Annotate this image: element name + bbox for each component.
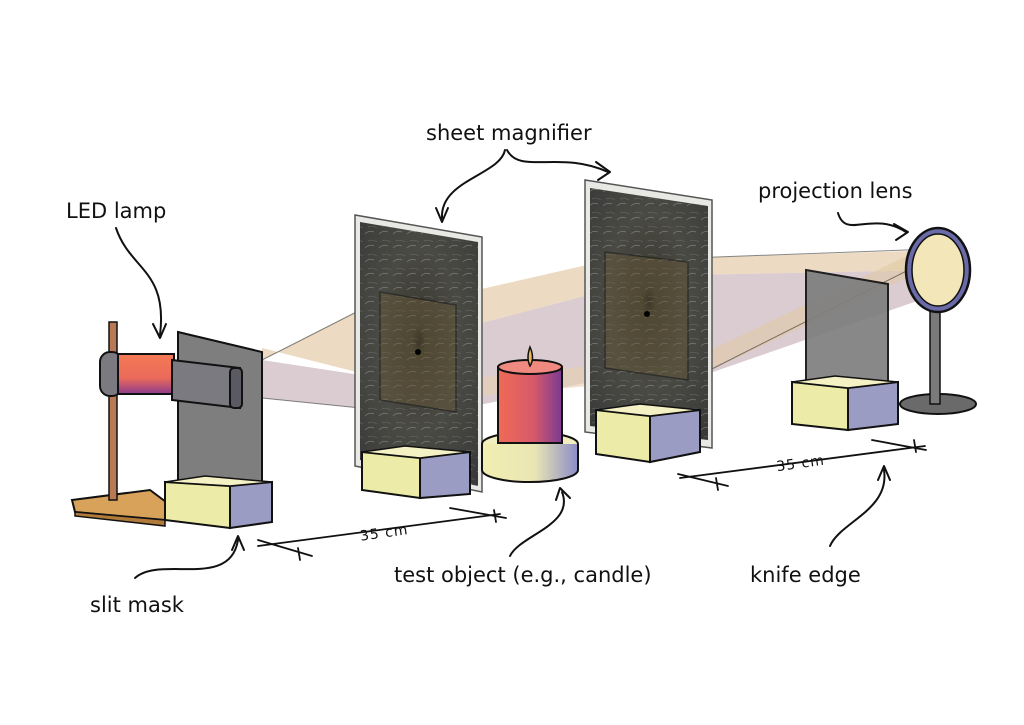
knife-edge-assembly [791, 268, 899, 432]
arrow-sheet-magnifier-2 [506, 149, 609, 173]
beam-warm-segment-3 [690, 250, 940, 275]
label-projection-lens: projection lens [758, 179, 913, 203]
magnifier-focal-point [415, 349, 421, 355]
dimension-label-1: 35 cm [359, 522, 409, 545]
label-test-object: test object (e.g., candle) [394, 563, 652, 587]
arrow-knife-edge [829, 469, 886, 547]
arrow-slit-mask [134, 539, 239, 579]
sheet-magnifier-1 [354, 214, 483, 500]
label-knife-edge: knife edge [750, 563, 861, 587]
beam-warm-segment-1 [262, 300, 380, 378]
beam-warm-segment-2 [455, 262, 600, 330]
dimension-1: 35 cm [257, 507, 507, 561]
beam-mauve-segment-1 [262, 360, 380, 410]
label-slit-mask: slit mask [90, 593, 185, 617]
candle [481, 345, 579, 483]
dimension-2: 35 cm [677, 439, 927, 491]
candle-body [497, 366, 563, 444]
label-led-lamp: LED lamp [66, 199, 166, 223]
lens-glass [911, 233, 965, 307]
arrow-projection-lens [837, 212, 907, 233]
callout-arrows [115, 149, 909, 579]
holder-front [164, 480, 231, 530]
lamp-body[interactable] [117, 353, 175, 395]
stand-rod [108, 321, 118, 501]
sheet-magnifier-2 [584, 179, 713, 464]
arrow-test-object [509, 491, 565, 557]
arrow-led-lamp [115, 227, 163, 336]
led-lamp-assembly [70, 321, 273, 530]
holder-side [229, 480, 273, 530]
labels: LED lamp sheet magnifier projection lens… [66, 121, 913, 617]
projection-lens-assembly [899, 226, 977, 415]
label-sheet-magnifier: sheet magnifier [426, 121, 592, 145]
arrow-sheet-magnifier-1 [440, 149, 506, 219]
dimension-label-2: 35 cm [775, 453, 825, 476]
candle-flame [527, 345, 534, 368]
slit-mask-plate [177, 330, 263, 502]
